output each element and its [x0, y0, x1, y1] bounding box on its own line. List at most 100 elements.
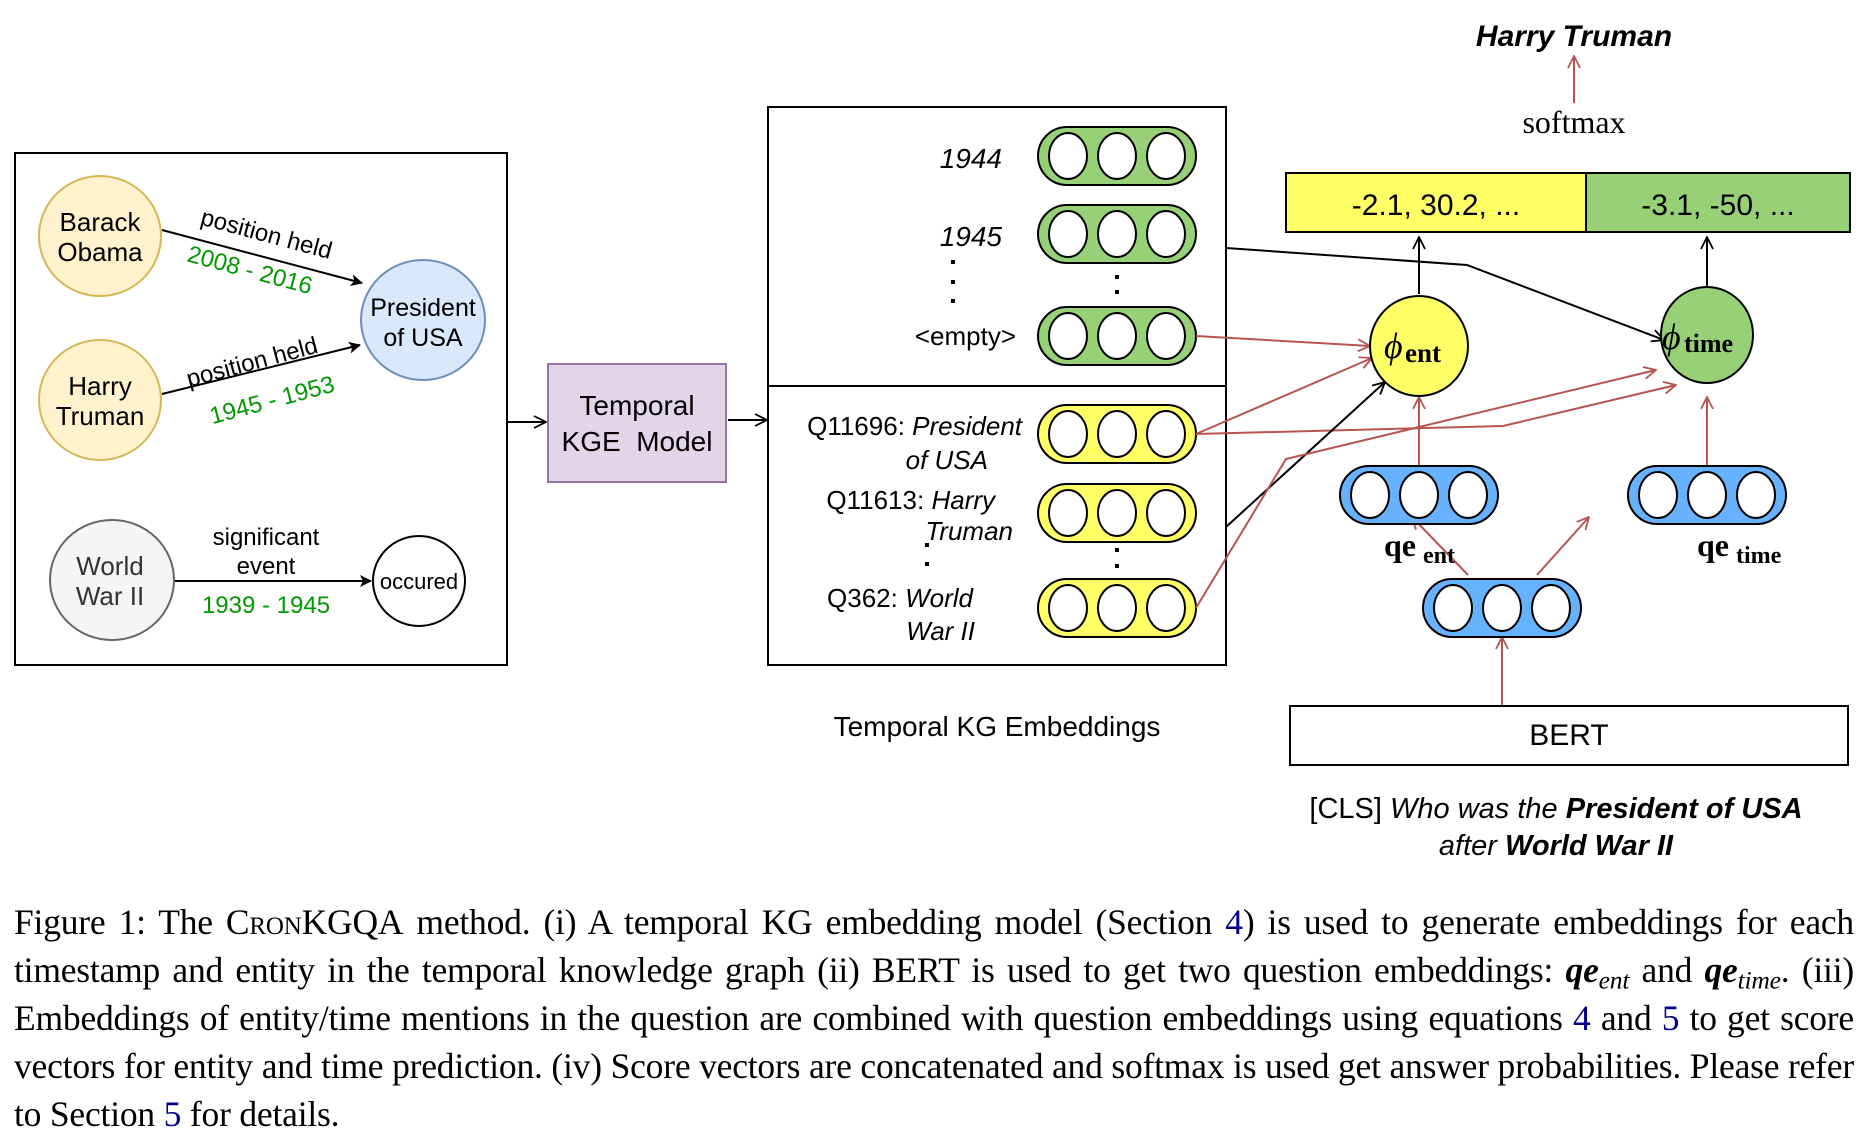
time-embedding-1945 [1037, 204, 1197, 264]
temporal-kg-panel: Barack Obama Harry Truman President of U… [14, 152, 508, 666]
entity-name: President [912, 411, 1024, 441]
question-embeddings [1339, 465, 1787, 638]
entity-id: Q362: [827, 583, 898, 613]
caption-text: Figure 1: The [14, 902, 226, 942]
kge-model-label: KGE Model [562, 426, 713, 457]
entity-score-values: -2.1, 30.2, ... [1352, 189, 1520, 222]
qe-math-sub: time [1737, 965, 1781, 995]
neuron [1433, 584, 1473, 632]
predicted-answer: Harry Truman [1476, 20, 1672, 53]
qe-ent-label: qe ent [1384, 527, 1455, 569]
question-entity-mention: President of USA [1566, 793, 1803, 825]
neuron [1048, 132, 1088, 180]
node-harry-truman: Harry Truman [38, 339, 162, 461]
node-label: of USA [383, 324, 463, 352]
qe-ent-math: qeent [1565, 950, 1630, 993]
caption-text: and [1590, 998, 1662, 1038]
softmax-label: softmax [1522, 104, 1625, 140]
section-ref-link[interactable]: 4 [1225, 902, 1243, 942]
qe-math-base: qe [1704, 950, 1738, 990]
cls-token: [CLS] [1309, 793, 1390, 825]
entity-name: of USA [906, 445, 988, 475]
entity-label-q11696: Q11696: President of USA [807, 411, 1024, 475]
neuron [1350, 471, 1390, 519]
entity-name: Truman [925, 516, 1013, 546]
edge-time-label: 1939 - 1945 [202, 592, 330, 619]
neuron [1687, 471, 1727, 519]
time-label-1945: 1945 [940, 221, 1003, 252]
time-score-bar [1585, 172, 1851, 233]
svg-text:Q11696: President: Q11696: President [807, 411, 1024, 441]
node-label: War II [76, 581, 144, 611]
connections [1195, 56, 1707, 705]
svg-text:[CLS] Who was the President of: [CLS] Who was the President of USA [1309, 793, 1802, 825]
neuron [1097, 132, 1137, 180]
qe-base: qe [1384, 527, 1416, 563]
neuron [1048, 410, 1088, 458]
neuron [1146, 410, 1186, 458]
caption-text: and [1629, 950, 1705, 990]
connection-1945-to-phi-time [1225, 247, 1664, 340]
connection-wwii-to-phi-time [1195, 370, 1656, 609]
entity-name: Harry [931, 485, 997, 515]
figure-caption: Figure 1: The CronKGQA method. (i) A tem… [14, 898, 1854, 1138]
entity-name: World [905, 583, 974, 613]
neuron [1097, 584, 1137, 632]
neuron [1048, 584, 1088, 632]
entity-name: War II [906, 616, 975, 646]
connection-president-to-phi-ent [1195, 358, 1372, 435]
ellipsis-vertical [925, 543, 1119, 568]
node-label: Truman [56, 401, 145, 431]
qe-time-embedding [1627, 465, 1787, 525]
neuron [1146, 489, 1186, 537]
time-score-values: -3.1, -50, ... [1641, 189, 1794, 222]
neuron [1146, 132, 1186, 180]
qe-time-label: qe time [1697, 527, 1782, 569]
equation-ref-link[interactable]: 4 [1573, 998, 1591, 1038]
neuron [1399, 471, 1439, 519]
entity-id: Q11613: [826, 485, 924, 515]
node-label: President [370, 294, 476, 322]
neuron [1146, 210, 1186, 258]
kge-model-label: Temporal [579, 390, 694, 421]
edge-truman-president [161, 341, 361, 395]
qe-math-base: qe [1565, 950, 1599, 990]
entity-embedding-q362 [1037, 578, 1197, 638]
neuron [1097, 210, 1137, 258]
entity-id: Q11696: [807, 411, 905, 441]
temporal-kge-model: Temporal KGE Model [547, 363, 727, 483]
node-barack-obama: Barack Obama [38, 175, 162, 297]
qe-ent-embedding [1339, 465, 1499, 525]
caption-text: method. (i) A temporal KG embedding mode… [403, 902, 1226, 942]
neuron [1482, 584, 1522, 632]
bert-block: BERT [1289, 705, 1849, 766]
qe-math-sub: ent [1598, 965, 1630, 995]
qe-base: qe [1697, 527, 1729, 563]
entity-label-q11613: Q11613: Harry Truman [826, 485, 1013, 546]
svg-text:Q11613: Harry: Q11613: Harry [826, 485, 997, 515]
question-text: after [1439, 830, 1505, 862]
neuron [1048, 312, 1088, 360]
phi-time-node: ϕ time [1660, 286, 1754, 384]
time-label-empty: <empty> [915, 321, 1016, 351]
caption-text: for details. [181, 1094, 340, 1134]
neuron [1097, 489, 1137, 537]
node-occured: occured [372, 535, 466, 627]
ellipsis-vertical [951, 260, 1119, 303]
connection-empty-to-phi-ent [1195, 335, 1370, 346]
bert-label: BERT [1529, 719, 1608, 752]
connection-president-to-phi-time [1195, 385, 1676, 435]
equation-ref-link[interactable]: 5 [1661, 998, 1680, 1038]
phi-subscript: ent [1405, 338, 1441, 368]
phi-subscript: time [1684, 329, 1733, 358]
entity-embedding-q11696 [1037, 404, 1197, 464]
node-label: World [76, 551, 143, 581]
edge-relation-label: significant [213, 524, 320, 551]
embeddings-panel-caption: Temporal KG Embeddings [834, 711, 1161, 742]
node-label: Barack [60, 207, 142, 237]
question-entity-mention: World War II [1505, 830, 1674, 862]
node-label: Obama [57, 237, 143, 267]
section-ref-link[interactable]: 5 [163, 1094, 182, 1134]
time-embedding-empty [1037, 306, 1197, 366]
node-world-war-ii: World War II [49, 519, 175, 641]
